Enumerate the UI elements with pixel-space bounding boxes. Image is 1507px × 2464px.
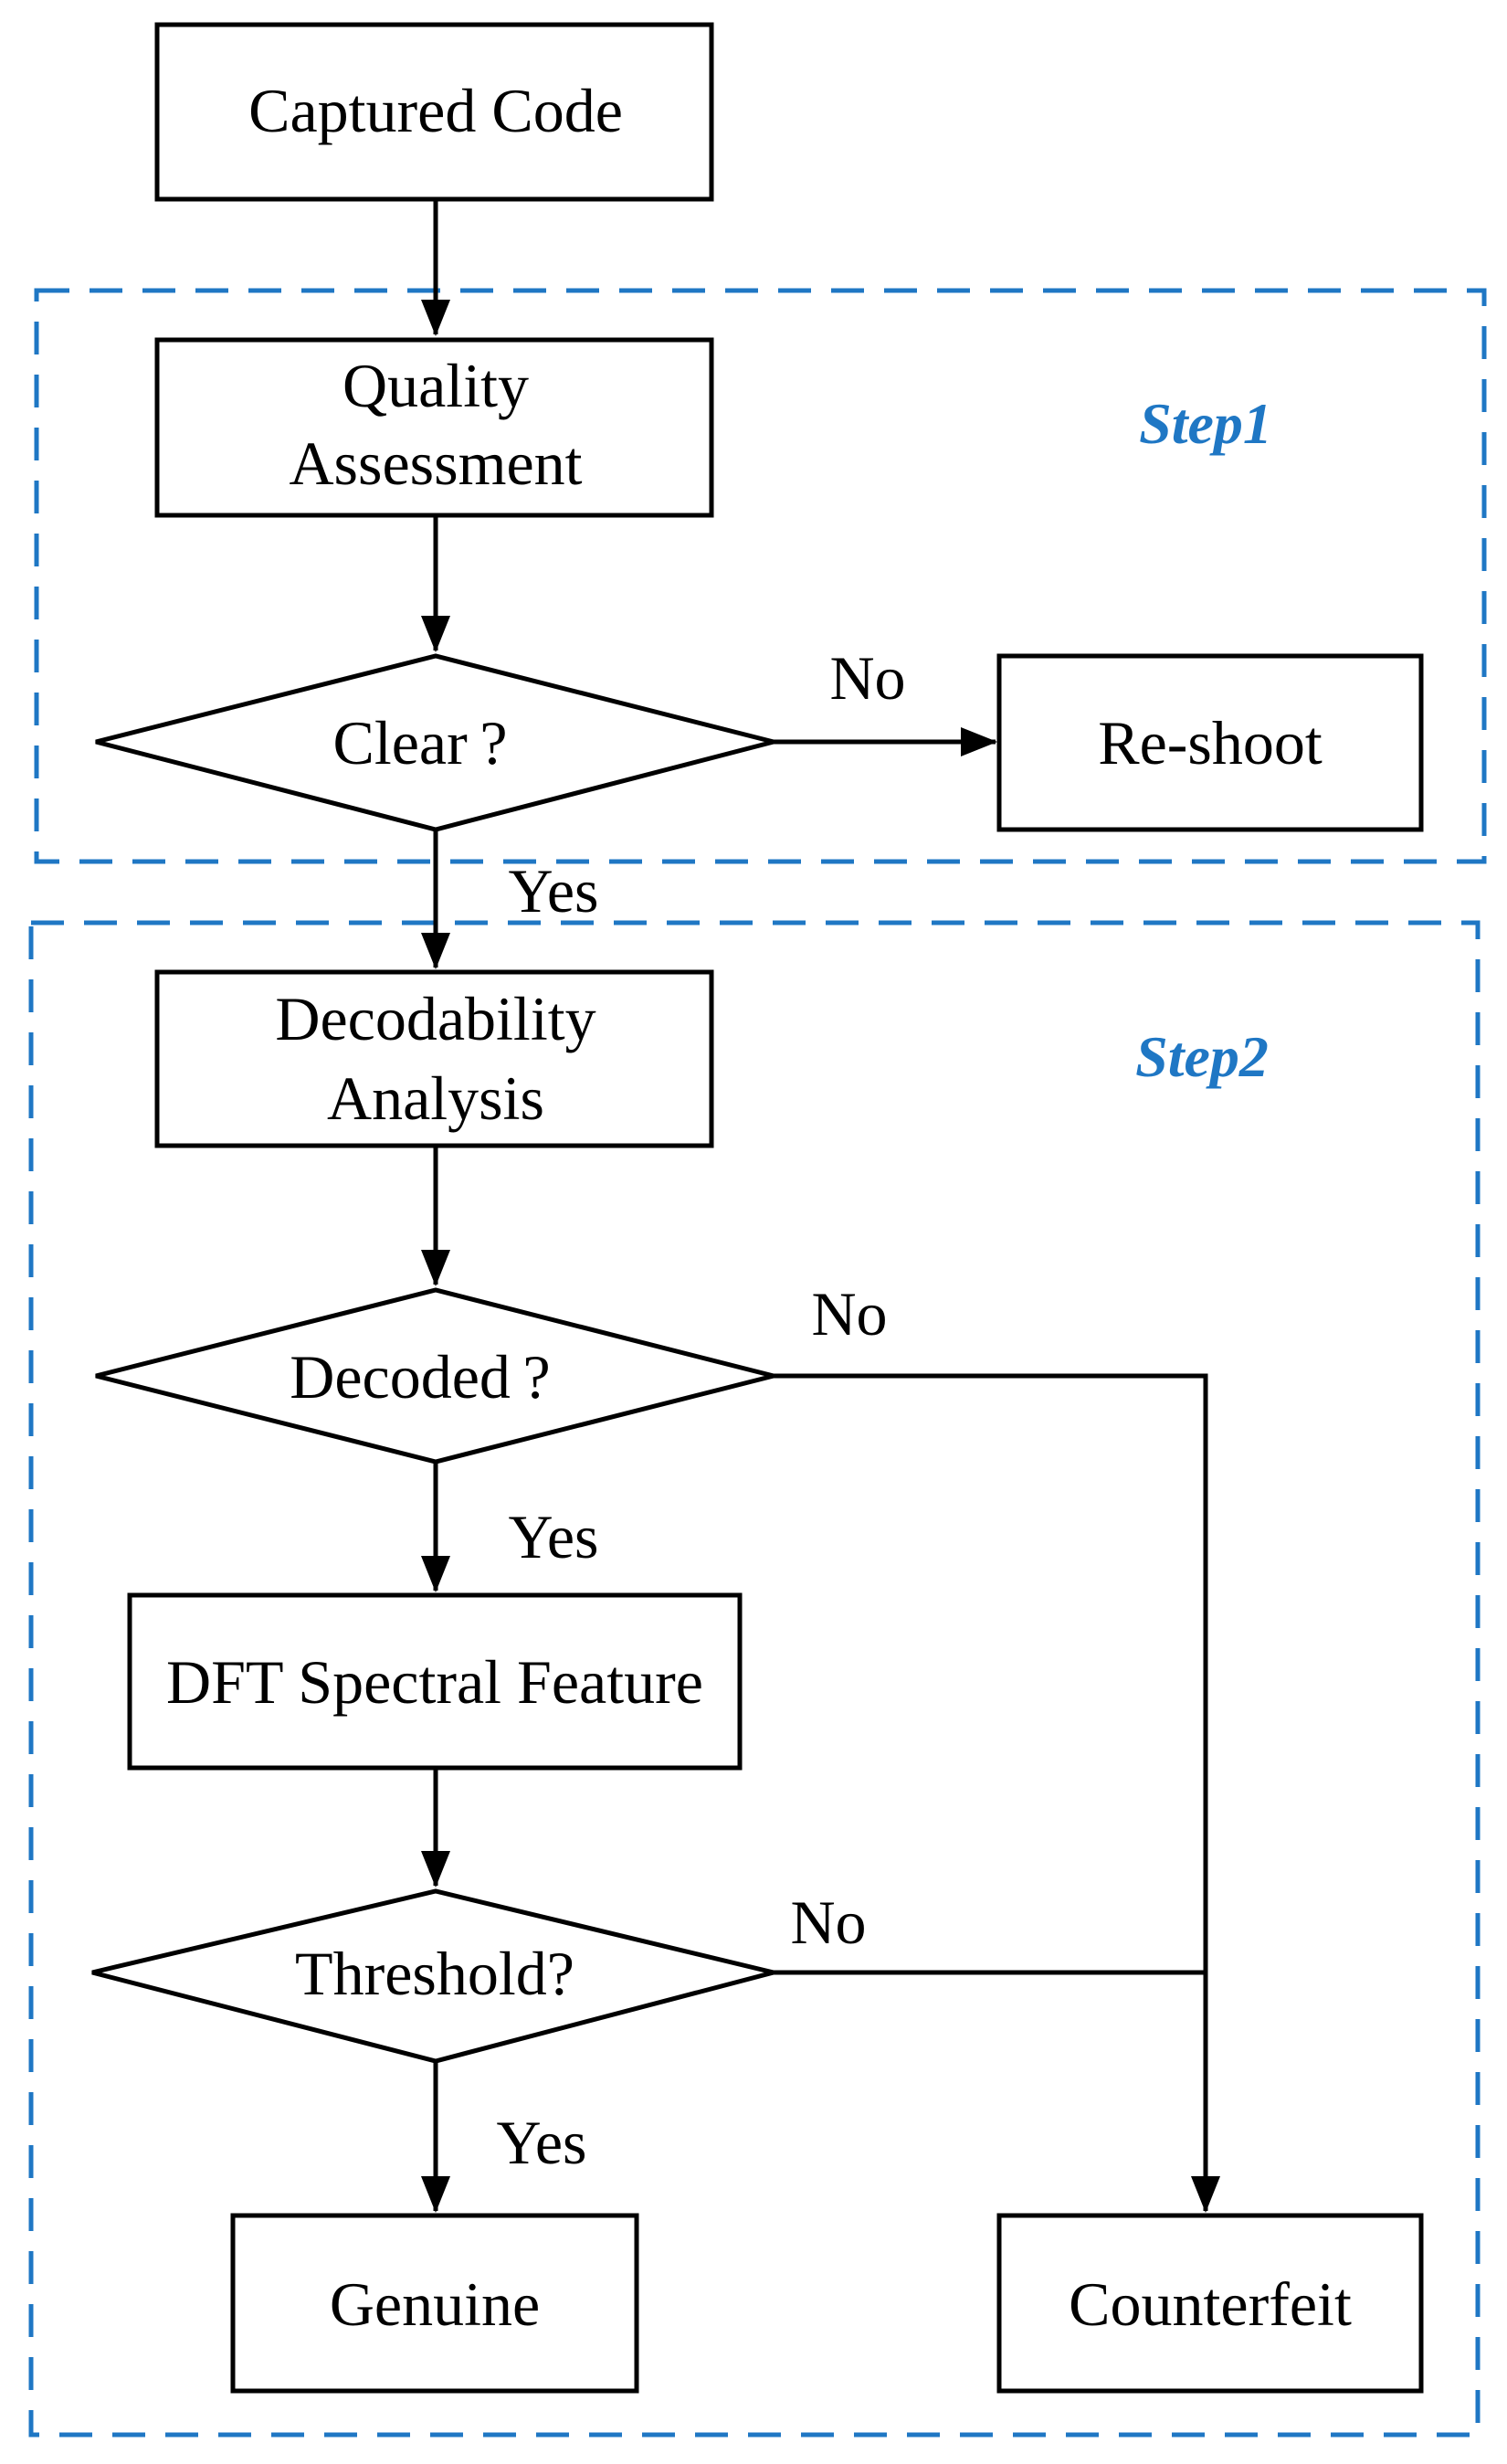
node-threshold-label: Threshold?	[295, 1939, 574, 2008]
step1-label: Step1	[1139, 391, 1272, 456]
edge-label-threshold-yes: Yes	[497, 2108, 587, 2177]
node-captured-code	[154, 22, 714, 202]
step2-label: Step2	[1135, 1024, 1269, 1089]
node-reshoot	[996, 653, 1424, 832]
node-genuine	[230, 2213, 639, 2394]
node-threshold-decision	[91, 1888, 775, 2064]
edge-label-clear-no: No	[829, 643, 905, 713]
node-decodability-analysis-label-line1: Decodability	[275, 984, 595, 1053]
edge-label-decoded-no: No	[811, 1279, 887, 1348]
node-quality-assessment	[154, 337, 714, 518]
edge-label-threshold-no: No	[790, 1888, 866, 1957]
node-decodability-analysis	[154, 969, 714, 1148]
edge-label-clear-yes: Yes	[509, 856, 599, 925]
edge-label-decoded-yes: Yes	[509, 1502, 599, 1571]
edge-decoded-to-counterfeit	[774, 1373, 1220, 2213]
node-counterfeit	[996, 2213, 1424, 2394]
node-dft-spectral-feature-label: DFT Spectral Feature	[166, 1647, 703, 1717]
node-clear-decision	[95, 653, 775, 832]
node-dft-spectral-feature	[127, 1592, 743, 1771]
node-captured-code-label: Captured Code	[248, 76, 623, 145]
edges	[421, 199, 1220, 2213]
node-decoded-decision	[95, 1287, 775, 1465]
node-quality-assessment-label-line1: Quality	[342, 351, 529, 420]
node-decodability-analysis-label-line2: Analysis	[327, 1063, 544, 1133]
node-counterfeit-label: Counterfeit	[1069, 2269, 1352, 2339]
node-reshoot-label: Re-shoot	[1098, 708, 1323, 777]
step2-frame	[28, 920, 1481, 2438]
node-quality-assessment-label-line2: Assessment	[289, 428, 582, 498]
node-decoded-label: Decoded ?	[290, 1342, 550, 1412]
node-genuine-label: Genuine	[330, 2269, 540, 2339]
node-clear-label: Clear ?	[332, 708, 507, 777]
